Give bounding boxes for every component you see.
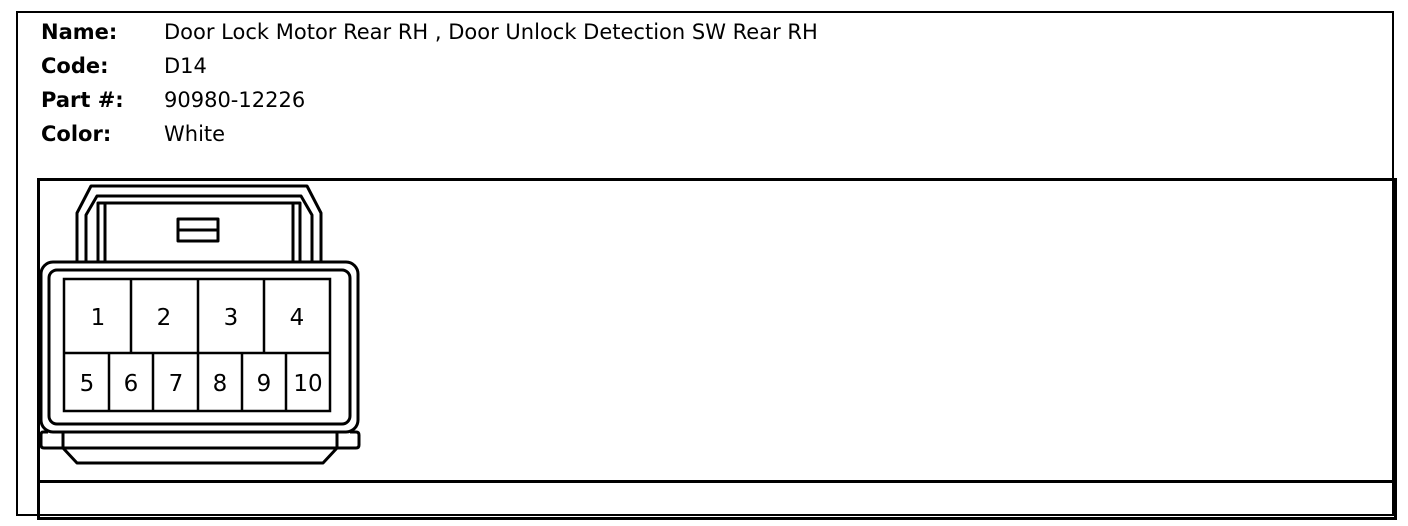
pin-9-label: 9 xyxy=(257,371,272,397)
pin-7-label: 7 xyxy=(169,371,184,397)
housing-flange xyxy=(39,430,361,450)
housing-outer xyxy=(39,260,360,434)
code-value: D14 xyxy=(164,54,207,78)
connector-sheet-frame xyxy=(16,11,1394,516)
pin-5-label: 5 xyxy=(80,371,95,397)
pin-3-label: 3 xyxy=(224,305,239,331)
latch-outer-outline xyxy=(75,184,323,263)
name-value: Door Lock Motor Rear RH , Door Unlock De… xyxy=(164,20,818,44)
part-number-value: 90980-12226 xyxy=(164,88,306,112)
bottom-key xyxy=(61,446,339,465)
latch-left-arm xyxy=(96,201,302,263)
pin-1-label: 1 xyxy=(91,305,106,331)
pin-10-label: 10 xyxy=(293,371,322,397)
part-number-label: Part #: xyxy=(41,88,124,112)
color-label: Color: xyxy=(41,122,112,146)
name-label: Name: xyxy=(41,20,118,44)
latch-inner-outline xyxy=(84,194,314,263)
color-value: White xyxy=(164,122,226,146)
pin-4-label: 4 xyxy=(290,305,305,331)
pin-8-label: 8 xyxy=(213,371,228,397)
pin-2-label: 2 xyxy=(157,305,172,331)
code-label: Code: xyxy=(41,54,109,78)
connector-footer-frame xyxy=(37,480,1397,520)
housing-inner xyxy=(47,268,352,426)
pin-6-label: 6 xyxy=(124,371,139,397)
